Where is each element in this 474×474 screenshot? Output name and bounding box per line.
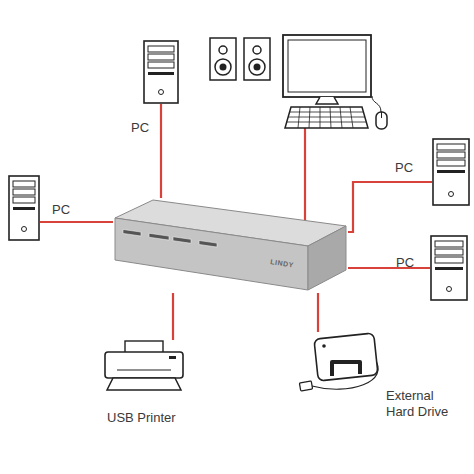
usb-plug xyxy=(299,381,312,391)
pc-node: PC xyxy=(8,175,40,241)
speaker-tweeter xyxy=(253,46,261,54)
cable xyxy=(348,267,430,269)
printer-slot xyxy=(117,369,171,370)
kvm-switch xyxy=(113,198,348,293)
drive-bay xyxy=(437,160,465,166)
monitor-screen xyxy=(288,40,366,92)
pc-node: PC xyxy=(432,138,470,206)
speaker-cone xyxy=(254,64,261,71)
switch-side xyxy=(308,226,346,290)
tower-case xyxy=(433,139,469,205)
cable xyxy=(348,182,432,232)
tower-case xyxy=(9,176,39,240)
port-button xyxy=(123,229,141,236)
printer-tray xyxy=(107,378,181,390)
drive-bay xyxy=(148,54,174,60)
cable xyxy=(160,104,162,198)
printer-button xyxy=(169,356,176,359)
speaker-woofer xyxy=(249,59,265,75)
monitor-cable xyxy=(304,128,306,232)
floppy-slot xyxy=(13,207,35,210)
cable xyxy=(172,293,174,340)
pc-node: PC xyxy=(430,235,468,301)
drive-bay xyxy=(13,189,35,195)
monitor-frame xyxy=(283,35,371,97)
drive-bay xyxy=(435,241,463,247)
drive-bay xyxy=(437,152,465,158)
printer xyxy=(103,340,185,392)
device-label: External Hard Drive xyxy=(386,388,458,420)
kvm-switch-node: LINDY xyxy=(113,198,348,293)
device-label: PC xyxy=(52,202,70,218)
drive-bay xyxy=(435,257,463,263)
switch-front xyxy=(115,218,308,290)
pc-tower xyxy=(143,40,179,104)
monitor-stand xyxy=(316,97,338,104)
keyboard xyxy=(285,107,368,128)
port-button xyxy=(199,240,217,247)
drive-bay xyxy=(13,181,35,187)
drive-bay xyxy=(437,144,465,150)
drive-handle xyxy=(332,362,360,376)
printer-body xyxy=(105,352,183,378)
tower-case xyxy=(144,41,178,103)
power-button xyxy=(449,192,454,197)
mouse xyxy=(376,112,387,129)
device-label: PC xyxy=(131,120,149,136)
device-label: PC xyxy=(396,255,414,271)
cable xyxy=(40,221,113,223)
pc-node: PC xyxy=(143,40,179,104)
drive-bay xyxy=(148,62,174,68)
speaker-woofer xyxy=(215,59,231,75)
mouse-button xyxy=(381,112,382,118)
power-button xyxy=(159,90,164,95)
hard-drive xyxy=(298,332,382,396)
speaker-box xyxy=(244,38,270,80)
drive-bay xyxy=(435,249,463,255)
pc-tower xyxy=(432,138,470,206)
pc-tower xyxy=(430,235,468,301)
mouse-cord xyxy=(372,96,381,112)
floppy-slot xyxy=(437,170,465,173)
tower-case xyxy=(431,236,467,300)
speaker-cone xyxy=(220,64,227,71)
speaker-box xyxy=(210,38,236,80)
pc-tower xyxy=(8,175,40,241)
power-button xyxy=(447,287,452,292)
cable xyxy=(317,293,319,332)
drive-led xyxy=(322,344,326,348)
device-label: USB Printer xyxy=(107,410,217,426)
port-button xyxy=(173,237,191,244)
port-button xyxy=(149,233,169,240)
device-label: PC xyxy=(395,160,413,176)
drive-bay xyxy=(148,46,174,52)
keyboard-keys xyxy=(287,107,366,128)
hard-drive-node: External Hard Drive xyxy=(298,332,382,396)
speaker-tweeter xyxy=(219,46,227,54)
drive-case xyxy=(314,333,378,381)
floppy-slot xyxy=(435,267,463,270)
printer-node: USB Printer xyxy=(103,340,185,392)
power-button xyxy=(22,227,27,232)
drive-bay xyxy=(13,197,35,203)
floppy-slot xyxy=(148,72,174,75)
